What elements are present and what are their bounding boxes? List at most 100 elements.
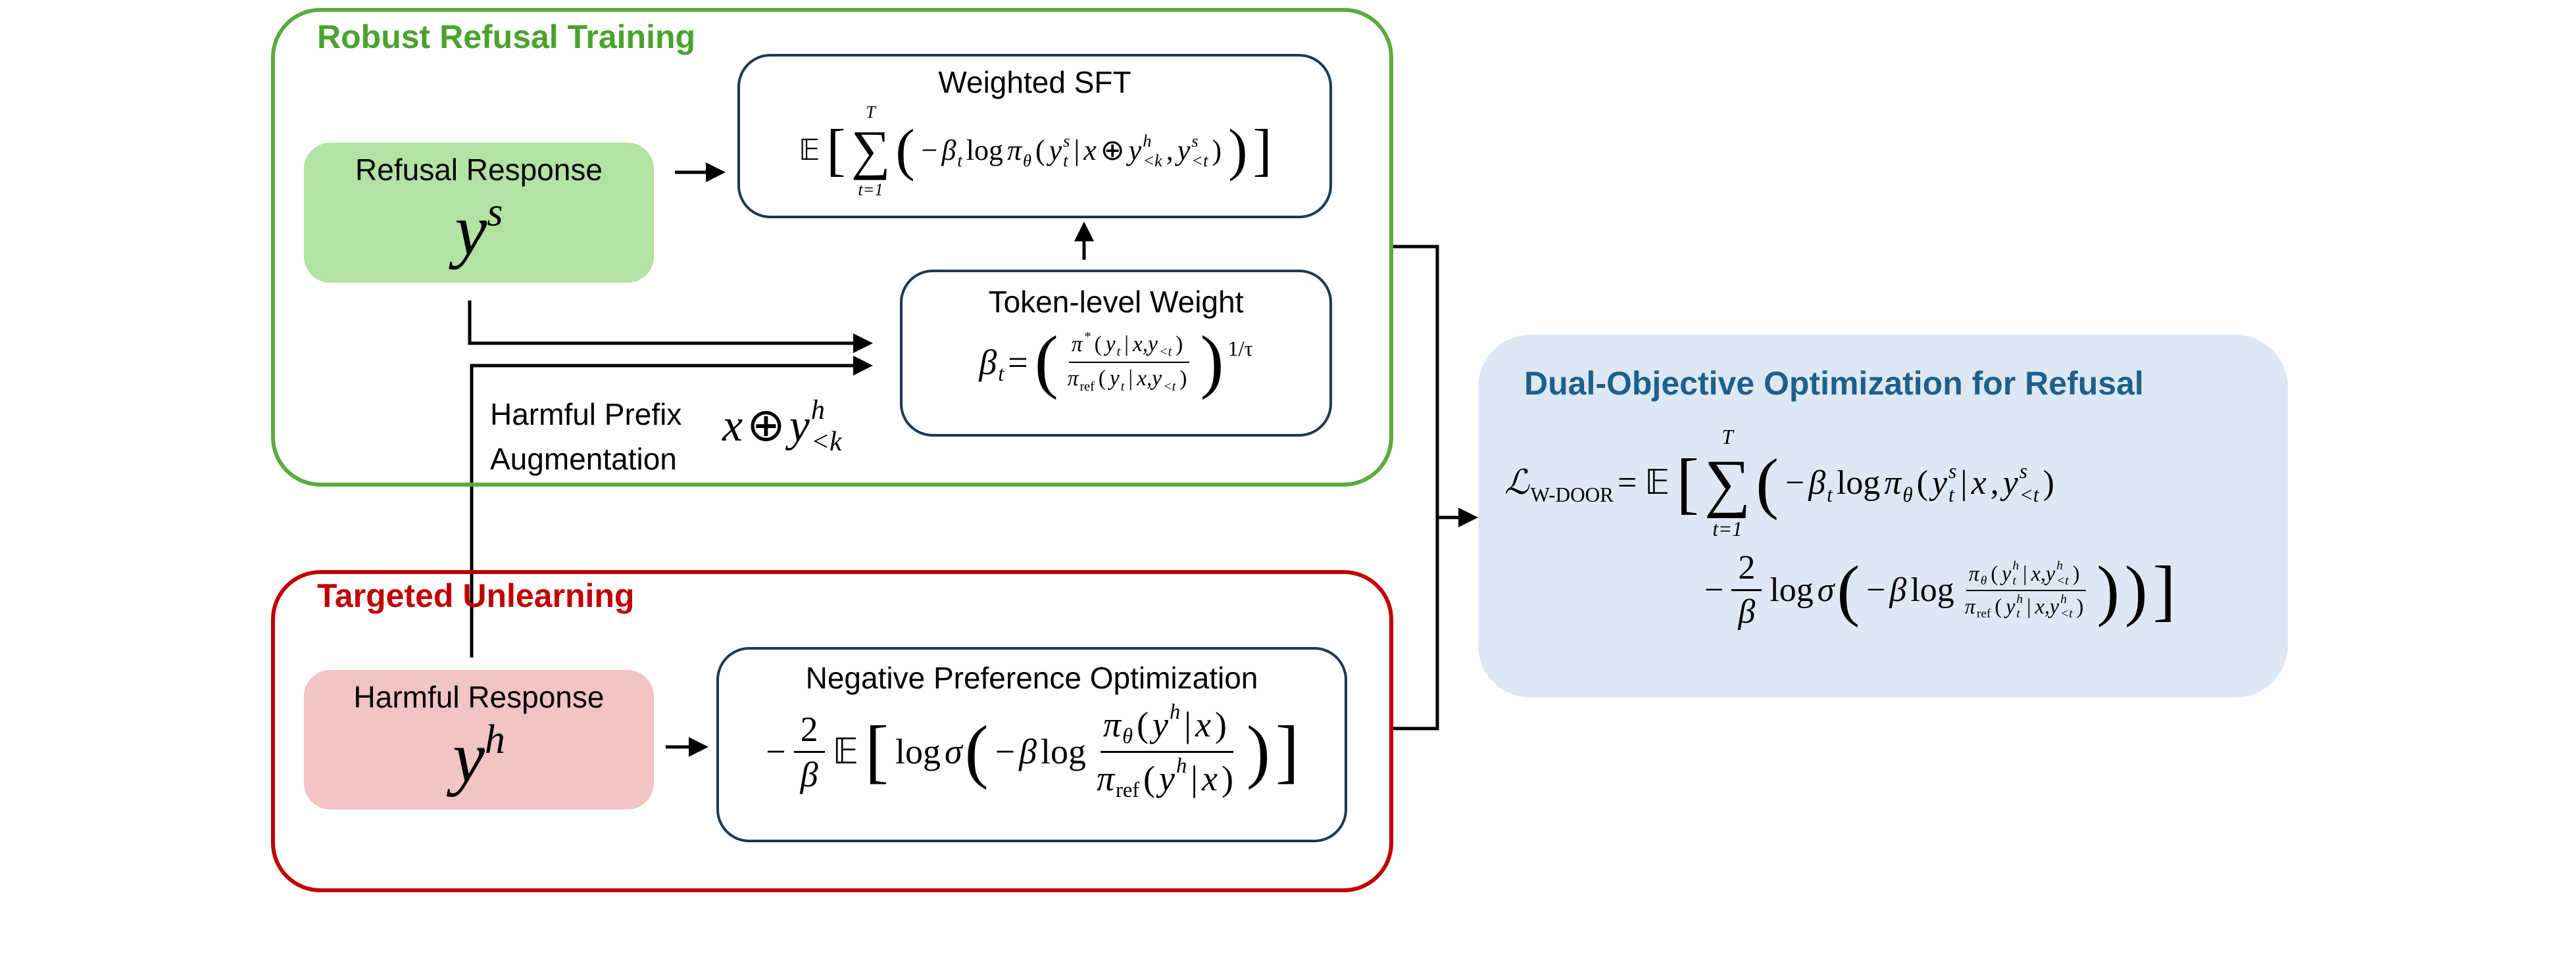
subscript: θ (1902, 483, 1913, 506)
weighted-sft-title: Weighted SFT (938, 65, 1131, 99)
large-delimiter: ) (1246, 711, 1270, 790)
math-operator: ) (2072, 562, 2080, 586)
math-operator: − (1785, 464, 1805, 502)
superscript (1977, 592, 1991, 607)
token-level-weight-box: Token-level Weight β t=(π* (y t|x,y <t)π… (900, 270, 1332, 437)
superscript: h (2012, 559, 2019, 573)
math-token: ⊕ (743, 400, 789, 453)
math-token: ( (1133, 704, 1152, 745)
math-token: π* (y t|x,y <t)π ref(y t|x,y <t) (1061, 329, 1198, 394)
math-operator: | (2023, 562, 2027, 586)
math-symbol: β (800, 754, 818, 794)
subscript: t (2012, 573, 2016, 588)
math-symbol: y (2006, 594, 2016, 619)
math-token: ( (1913, 464, 1932, 503)
math-token: − (918, 134, 942, 168)
prefix-line-2: Augmentation (490, 442, 677, 476)
math-token: | (1956, 464, 1971, 503)
math-symbol: σ (944, 732, 962, 772)
sum-lower-limit: t=1 (1712, 517, 1743, 540)
math-token: 𝔼 (795, 134, 824, 168)
superscript: h (1176, 754, 1187, 778)
math-token: T∑t=1 (1702, 425, 1753, 540)
math-token: ) (1244, 711, 1273, 791)
subscript: <t (2056, 573, 2069, 588)
math-symbol: β (1019, 732, 1037, 772)
math-operator: ) (2076, 594, 2084, 619)
superscript (1159, 329, 1172, 345)
npo-title: Negative Preference Optimization (805, 661, 1258, 695)
math-operator: − (1704, 571, 1724, 609)
subscript: t (1120, 379, 1125, 394)
script-stack: θ (1122, 700, 1133, 750)
math-token: π ref (1068, 364, 1095, 395)
math-symbol: ℒ (1504, 464, 1529, 502)
large-delimiter: ) (1200, 322, 1224, 401)
math-symbol: x,y (1137, 366, 1162, 391)
large-delimiter: [ (865, 711, 889, 790)
script-stack: h<t (2060, 592, 2072, 621)
subscript (1176, 779, 1187, 803)
math-token: | (1120, 332, 1133, 358)
subscript: <t (1163, 379, 1176, 394)
math-token: ) (2073, 594, 2088, 619)
robust-refusal-training-panel (271, 8, 1393, 487)
var-sup: s (487, 190, 503, 235)
math-token: β (1889, 571, 1906, 610)
math-token: − (762, 731, 789, 772)
script-stack: ref (1116, 754, 1139, 804)
arrow-harmful-to-weight (470, 356, 873, 658)
subscript: W-DOOR (1530, 483, 1614, 506)
script-stack: θ (1023, 131, 1031, 171)
subscript: <t (2060, 607, 2073, 621)
math-operator: | (2027, 594, 2031, 619)
math-token: ( (893, 118, 917, 183)
math-symbol: β (1738, 593, 1756, 631)
math-symbol: x,y (2035, 594, 2060, 619)
math-token: ( (1834, 552, 1862, 628)
math-operator: ( (1035, 134, 1045, 167)
superscript (1122, 700, 1133, 725)
math-operator: − (1866, 571, 1886, 609)
script-stack: ref (1977, 592, 1991, 621)
math-token: x (1971, 464, 1987, 503)
superscript (1116, 754, 1139, 779)
math-token: ] (1250, 118, 1274, 183)
math-token: )1/τ (1197, 322, 1252, 401)
math-symbol: y (1128, 134, 1142, 167)
superscript (998, 337, 1004, 362)
subscript: ref (1079, 379, 1095, 394)
prefix-line-1: Harmful Prefix (490, 397, 682, 431)
superscript (1981, 559, 1987, 573)
math-fraction: π* (y t|x,y <t)π ref(y t|x,y <t) (1065, 329, 1194, 394)
math-token: ( (1095, 366, 1110, 392)
subscript: t (1827, 483, 1833, 506)
subscript: ref (1116, 778, 1139, 802)
math-operator: 2 (800, 709, 818, 749)
math-token: | (1124, 366, 1137, 392)
math-token: π θ (1884, 460, 1912, 507)
math-token: β (1738, 592, 1755, 632)
math-token: log (962, 134, 1007, 168)
summation: T∑t=1 (1704, 425, 1750, 540)
math-operator: = (1008, 342, 1028, 382)
math-token: π ref (1097, 754, 1139, 804)
large-delimiter: ] (1275, 711, 1299, 790)
script-stack: t (1117, 329, 1121, 360)
script-stack: <t (1163, 364, 1176, 395)
math-token: log (1037, 731, 1090, 772)
math-token: = (1004, 342, 1031, 383)
math-token: | (1187, 758, 1202, 799)
math-token: π θ (1103, 700, 1133, 750)
math-token: ) (1172, 332, 1187, 358)
subscript: t (1063, 151, 1068, 171)
math-operator: | (1960, 464, 1968, 502)
